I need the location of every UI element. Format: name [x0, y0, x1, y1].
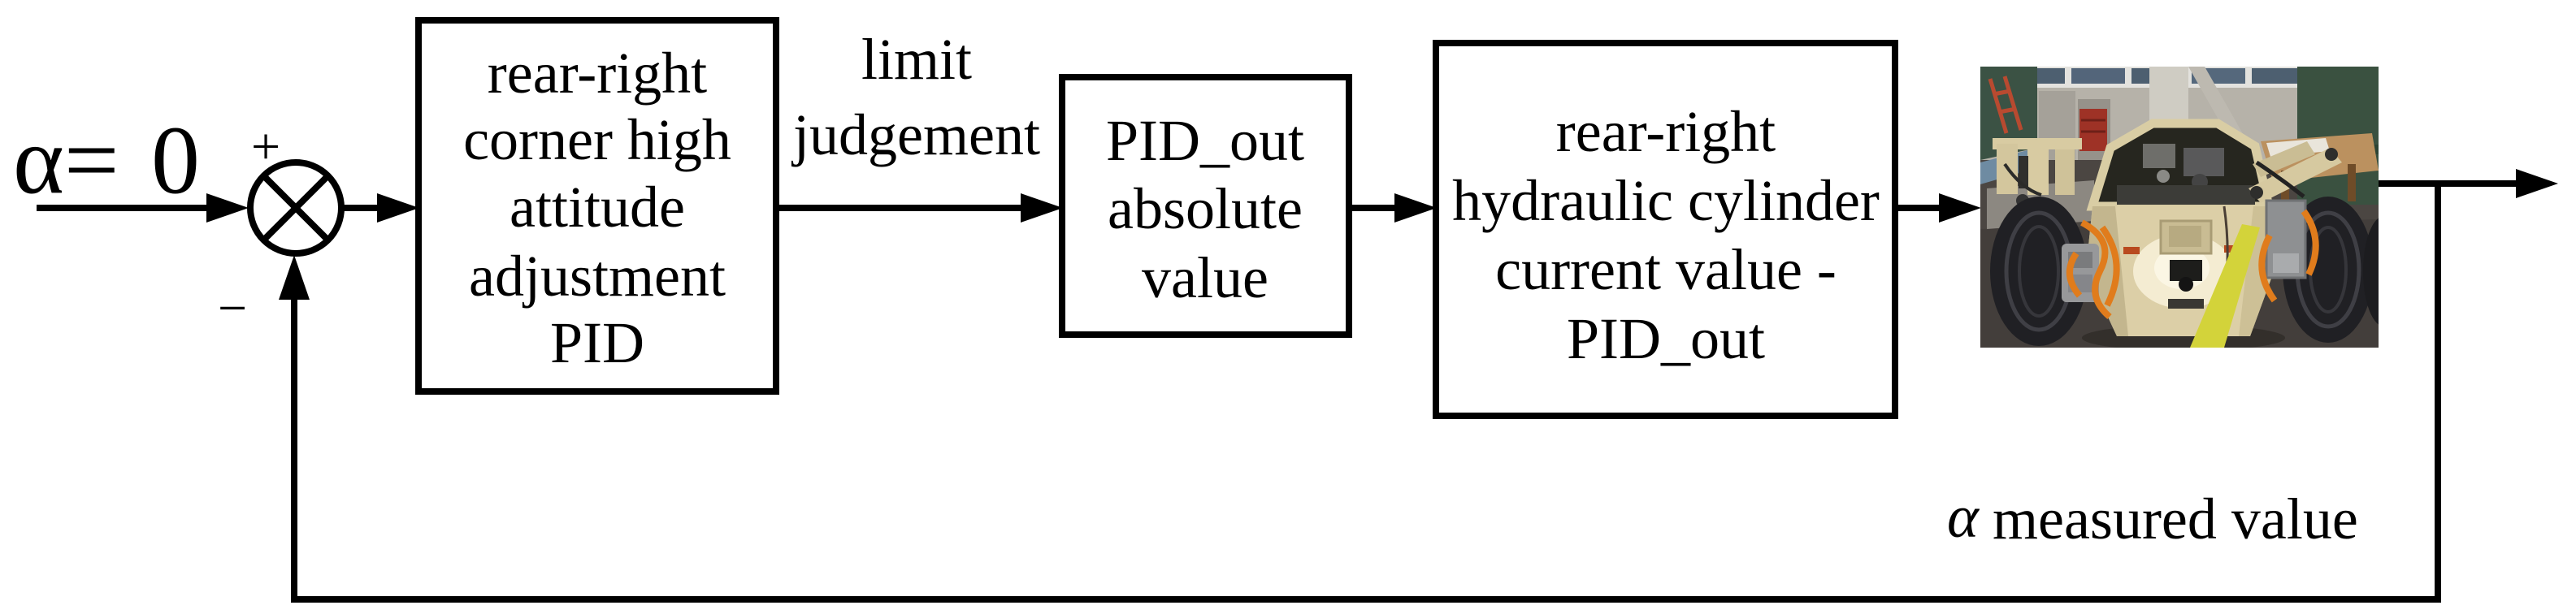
photo-red-ladder: [1988, 76, 2023, 134]
signal-label-line: judgement: [791, 102, 1040, 167]
block-pid-controller: rear-right corner high attitude adjustme…: [415, 17, 779, 395]
feedback-text: measured value: [1993, 486, 2358, 551]
block-cyl-line: rear-right: [1556, 99, 1776, 164]
arrow-cylinder-to-plant: [1895, 193, 1981, 223]
setpoint-symbol: α=: [13, 106, 119, 214]
photo-vehicle-body: [2082, 119, 2285, 348]
summing-junction: + −: [218, 118, 345, 337]
block-pid-line: rear-right: [488, 41, 707, 106]
photo-orange-cables: [2066, 209, 2319, 320]
setpoint-value: 0: [151, 106, 200, 214]
arrowhead-icon: [2516, 169, 2558, 198]
arrow-pid-to-abs: [776, 193, 1063, 223]
photo-yellow-floor-line: [2190, 224, 2260, 348]
input-arrow: [37, 193, 249, 223]
block-pid-line: corner high: [463, 107, 731, 172]
block-abs-line: value: [1142, 245, 1268, 310]
arrowhead-icon: [279, 255, 310, 300]
feedback-label: α measured value: [1947, 484, 2358, 551]
block-pid-line: PID: [550, 310, 644, 375]
photo-red-toolcart: [2079, 109, 2107, 151]
arrowhead-icon: [377, 193, 419, 223]
plant-photo: [1980, 67, 2379, 348]
plus-sign: +: [251, 118, 280, 175]
feedback-symbol: α: [1947, 484, 1980, 551]
arrowhead-icon: [1939, 193, 1981, 223]
photo-right-wheel: [2265, 197, 2379, 343]
arrowhead-icon: [1394, 193, 1437, 223]
minus-sign: −: [218, 279, 247, 337]
output-arrow: [2379, 169, 2558, 198]
block-absolute-value: PID_out absolute value: [1059, 74, 1352, 338]
arrowhead-icon: [206, 193, 249, 223]
block-abs-line: absolute: [1108, 176, 1303, 241]
setpoint-label: α= 0: [13, 106, 200, 214]
block-hydraulic-cylinder: rear-right hydraulic cylinder current va…: [1433, 40, 1898, 419]
photo-right-corner-arm: [2249, 141, 2342, 203]
signal-label-limit-judgement: limit judgement: [791, 27, 1040, 167]
block-cyl-line: current value -: [1495, 237, 1837, 302]
signal-label-line: limit: [861, 27, 972, 92]
arrow-junction-to-pid: [341, 193, 419, 223]
block-abs-line: PID_out: [1106, 108, 1304, 173]
arrow-abs-to-cylinder: [1349, 193, 1437, 223]
block-pid-line: attitude: [510, 175, 685, 240]
block-cyl-line: hydraulic cylinder: [1452, 168, 1880, 233]
feedback-path: [279, 180, 2441, 603]
block-cyl-line: PID_out: [1567, 306, 1765, 371]
block-pid-line: adjustment: [469, 244, 726, 309]
arrowhead-icon: [1021, 193, 1063, 223]
